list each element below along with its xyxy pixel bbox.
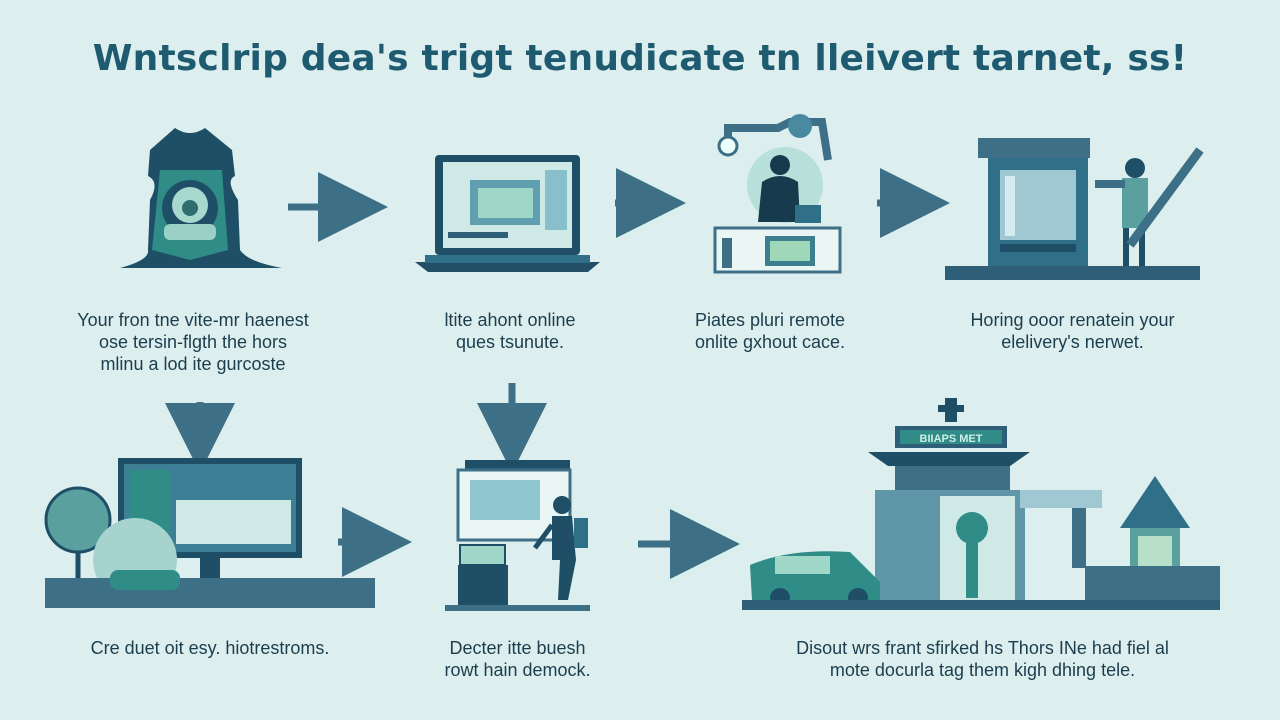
caption-step-7: Disout wrs frant sfirked hs Thors INe ha… bbox=[730, 637, 1235, 681]
caption-line: Cre duet oit esy. hiotrestroms. bbox=[90, 638, 330, 658]
caption-step-2: ltite ahont online ques tsunute. bbox=[405, 309, 615, 353]
store-sign-text: BIIAPS MET bbox=[920, 433, 983, 445]
shield-icon bbox=[120, 128, 282, 268]
caption-line: ques tsunute. bbox=[455, 332, 565, 352]
caption-line: mote docurla tag them kigh dhing tele. bbox=[829, 660, 1136, 680]
caption-line: Disout wrs frant sfirked hs Thors INe ha… bbox=[796, 638, 1169, 658]
caption-line: rowt hain demock. bbox=[444, 660, 591, 680]
laptop-icon bbox=[415, 155, 600, 272]
caption-step-4: Horing ooor renatein your elelivery's ne… bbox=[940, 309, 1205, 353]
delivery-kiosk-icon bbox=[945, 138, 1204, 280]
caption-line: Your fron tne vite-mr haenest bbox=[77, 310, 309, 330]
caption-line: ose tersin-flgth the hors bbox=[98, 332, 288, 352]
caption-step-5: Cre duet oit esy. hiotrestroms. bbox=[45, 637, 375, 659]
caption-line: Horing ooor renatein your bbox=[970, 310, 1175, 330]
diagram-title: Wntsclrip dea's trigt tenudicate tn llei… bbox=[92, 38, 1188, 79]
storefront-screen-icon bbox=[44, 458, 375, 608]
caption-line: Decter itte buesh bbox=[449, 638, 586, 658]
caption-line: onlite gxhout cace. bbox=[694, 332, 846, 352]
caption-step-3: Piates pluri remote onlite gxhout cace. bbox=[660, 309, 880, 353]
caption-step-1: Your fron tne vite-mr haenest ose tersin… bbox=[48, 309, 338, 375]
pickup-store-icon: BIIAPS MET bbox=[742, 398, 1220, 610]
caption-step-6: Decter itte buesh rowt hain demock. bbox=[415, 637, 620, 681]
caption-line: mlinu a lod ite gurcoste bbox=[100, 354, 286, 374]
remote-worker-icon bbox=[713, 114, 842, 274]
caption-line: elelivery's nerwet. bbox=[1001, 332, 1144, 352]
self-service-kiosk-icon bbox=[445, 460, 590, 611]
caption-line: Piates pluri remote bbox=[694, 310, 846, 330]
caption-line: ltite ahont online bbox=[444, 310, 576, 330]
